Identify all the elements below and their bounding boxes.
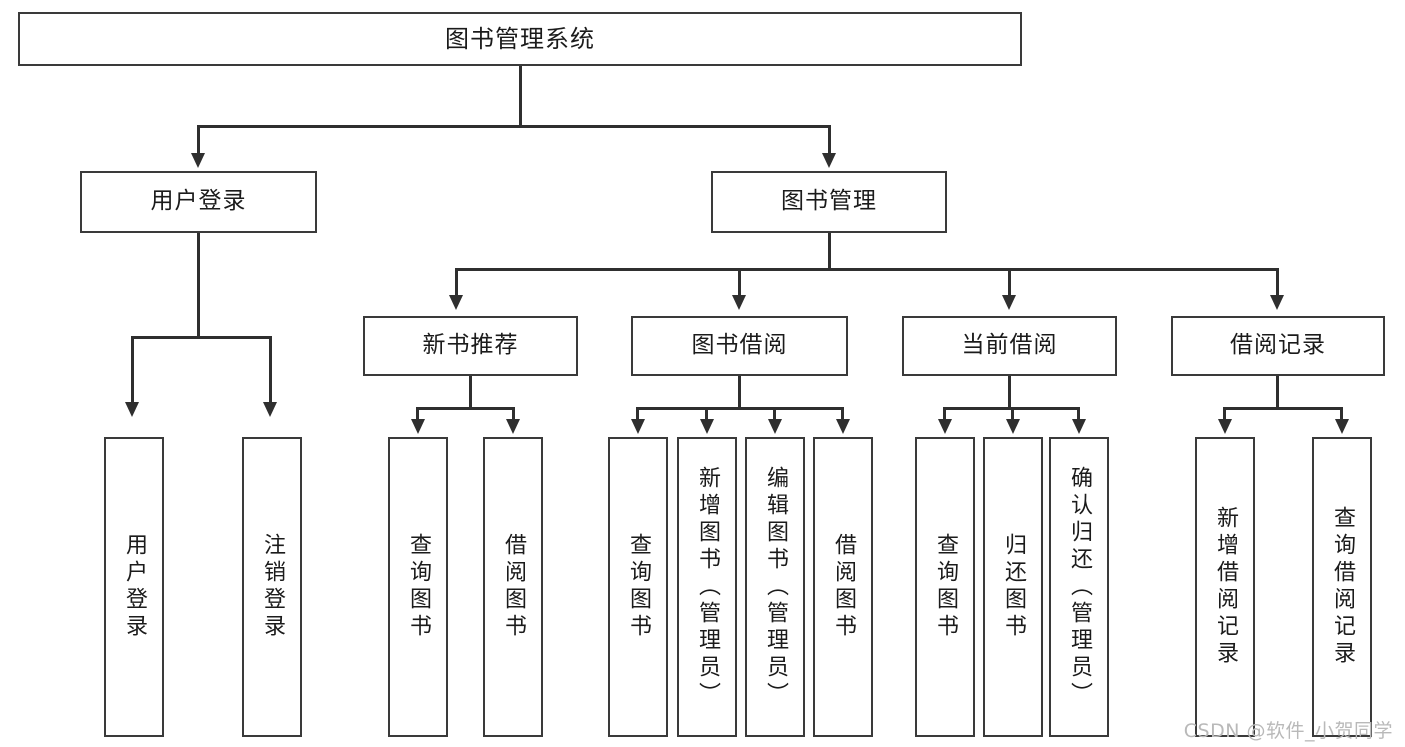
node-user-login[interactable]: 用户登录 [80, 171, 317, 233]
arrow-leaf-query-book-2 [631, 419, 645, 434]
connector-user-login-bar [131, 336, 271, 339]
node-leaf-user-login[interactable]: 用户登录 [104, 437, 164, 737]
arrow-leaf-borrow-book-2 [836, 419, 850, 434]
arrow-leaf-confirm-return-admin [1072, 419, 1086, 434]
connector-nbr-drop-2 [512, 407, 515, 421]
arrow-leaf-query-book-3 [938, 419, 952, 434]
arrow-leaf-borrow-book-1 [506, 419, 520, 434]
arrow-to-new-book-recommend [449, 295, 463, 310]
node-book-management[interactable]: 图书管理 [711, 171, 947, 233]
node-label: 查询图书 [626, 533, 651, 641]
connector-br-drop-2 [1340, 407, 1343, 421]
connector-nbr-drop-1 [416, 407, 419, 421]
connector-new-book-recommend-stem [469, 376, 472, 408]
arrow-to-borrow-record [1270, 295, 1284, 310]
connector-user-login-drop-1 [131, 336, 134, 404]
connector-user-login-drop-2 [269, 336, 272, 404]
node-label: 借阅图书 [831, 533, 856, 641]
connector-cb-drop-1 [943, 407, 946, 421]
connector-to-new-book-recommend [455, 268, 458, 296]
arrow-leaf-query-borrow-record [1335, 419, 1349, 434]
node-new-book-recommend[interactable]: 新书推荐 [363, 316, 578, 376]
node-leaf-borrow-book-1[interactable]: 借阅图书 [483, 437, 543, 737]
node-leaf-add-borrow-record[interactable]: 新增借阅记录 [1195, 437, 1255, 737]
node-leaf-confirm-return-admin[interactable]: 确认归还（管理员） [1049, 437, 1109, 737]
arrow-leaf-edit-book-admin [768, 419, 782, 434]
node-leaf-borrow-book-2[interactable]: 借阅图书 [813, 437, 873, 737]
connector-bb-drop-4 [841, 407, 844, 421]
connector-br-drop-1 [1223, 407, 1226, 421]
node-label: 查询借阅记录 [1330, 506, 1355, 668]
node-borrow-record[interactable]: 借阅记录 [1171, 316, 1385, 376]
connector-to-current-borrow [1008, 268, 1011, 296]
connector-bb-drop-1 [636, 407, 639, 421]
arrow-leaf-query-book-1 [411, 419, 425, 434]
connector-to-user-login [197, 125, 200, 155]
node-label: 归还图书 [1001, 533, 1026, 641]
connector-to-borrow-record [1276, 268, 1279, 296]
node-label: 新增图书（管理员） [695, 465, 720, 709]
arrow-to-book-borrow [732, 295, 746, 310]
connector-user-login-stem [197, 233, 200, 337]
connector-book-borrow-stem [738, 376, 741, 408]
connector-borrow-record-bar [1223, 407, 1343, 410]
node-book-borrow[interactable]: 图书借阅 [631, 316, 848, 376]
arrow-leaf-logout-login [263, 402, 277, 417]
connector-level1-bar [197, 125, 831, 128]
node-label: 图书管理 [781, 188, 877, 215]
connector-cb-drop-2 [1011, 407, 1014, 421]
node-label: 编辑图书（管理员） [763, 465, 788, 709]
node-label: 确认归还（管理员） [1067, 465, 1092, 709]
arrow-leaf-add-book-admin [700, 419, 714, 434]
arrow-to-current-borrow [1002, 295, 1016, 310]
connector-book-borrow-bar [636, 407, 844, 410]
node-current-borrow[interactable]: 当前借阅 [902, 316, 1117, 376]
node-label: 查询图书 [933, 533, 958, 641]
node-label: 查询图书 [406, 533, 431, 641]
node-root-book-management-system[interactable]: 图书管理系统 [18, 12, 1022, 66]
arrow-to-book-management [822, 153, 836, 168]
connector-borrow-record-stem [1276, 376, 1279, 408]
node-leaf-logout-login[interactable]: 注销登录 [242, 437, 302, 737]
node-label: 图书借阅 [691, 332, 788, 359]
connector-level2-bar [455, 268, 1279, 271]
node-leaf-edit-book-admin[interactable]: 编辑图书（管理员） [745, 437, 805, 737]
arrow-to-user-login [191, 153, 205, 168]
node-label: 当前借阅 [961, 332, 1058, 359]
connector-current-borrow-stem [1008, 376, 1011, 408]
node-label: 图书管理系统 [445, 24, 595, 53]
node-label: 新书推荐 [422, 332, 519, 359]
node-label: 借阅图书 [501, 533, 526, 641]
node-label: 注销登录 [260, 533, 285, 641]
node-label: 用户登录 [150, 188, 247, 215]
connector-new-book-recommend-bar [416, 407, 515, 410]
arrow-leaf-add-borrow-record [1218, 419, 1232, 434]
node-leaf-query-borrow-record[interactable]: 查询借阅记录 [1312, 437, 1372, 737]
node-leaf-query-book-3[interactable]: 查询图书 [915, 437, 975, 737]
connector-root-stem [519, 66, 522, 127]
node-leaf-return-book[interactable]: 归还图书 [983, 437, 1043, 737]
connector-bb-drop-2 [705, 407, 708, 421]
node-label: 新增借阅记录 [1213, 506, 1238, 668]
node-label: 借阅记录 [1230, 332, 1326, 359]
connector-to-book-borrow [738, 268, 741, 296]
connector-cb-drop-3 [1077, 407, 1080, 421]
connector-to-book-management [828, 125, 831, 155]
node-label: 用户登录 [122, 533, 147, 641]
node-leaf-query-book-1[interactable]: 查询图书 [388, 437, 448, 737]
arrow-leaf-user-login [125, 402, 139, 417]
connector-book-management-stem [828, 233, 831, 269]
node-leaf-add-book-admin[interactable]: 新增图书（管理员） [677, 437, 737, 737]
csdn-watermark: CSDN @软件_小贺同学 [1183, 720, 1393, 742]
arrow-leaf-return-book [1006, 419, 1020, 434]
connector-bb-drop-3 [773, 407, 776, 421]
node-leaf-query-book-2[interactable]: 查询图书 [608, 437, 668, 737]
